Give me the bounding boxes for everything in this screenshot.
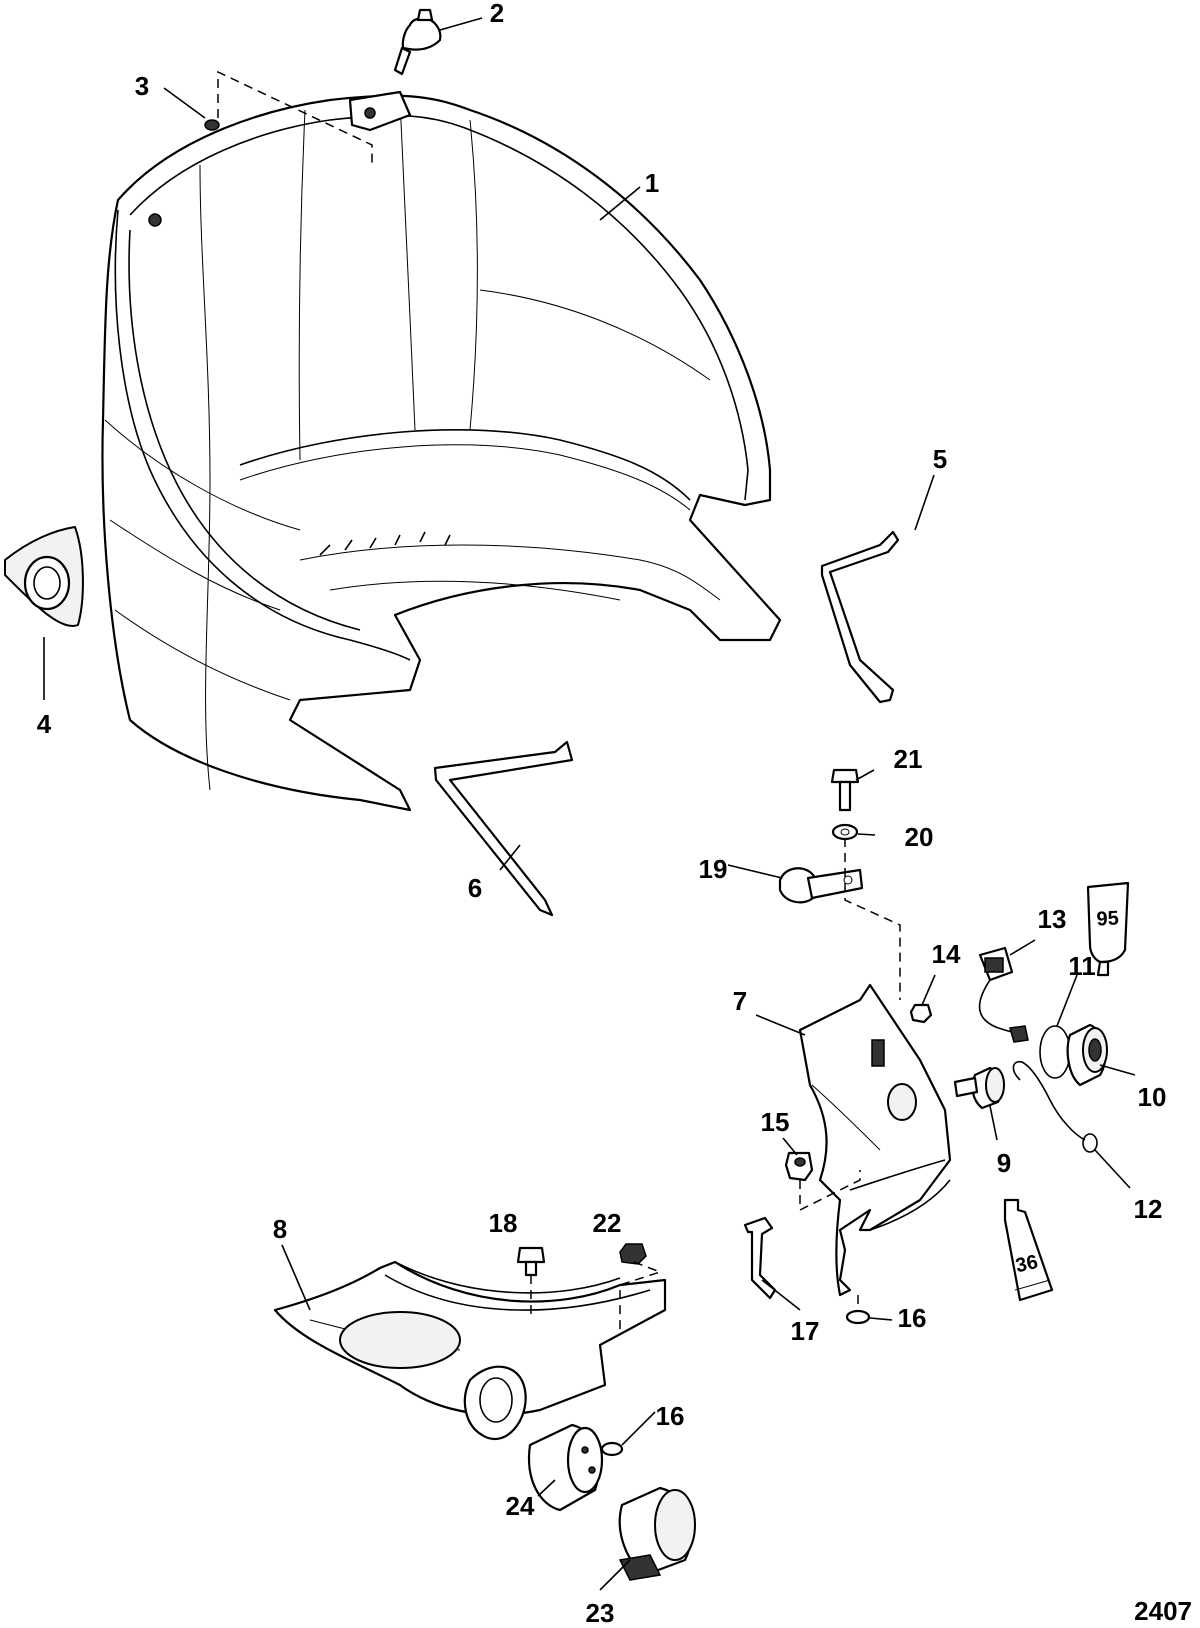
lanyard-part-12 bbox=[1012, 1060, 1098, 1153]
washer-part-20 bbox=[831, 823, 859, 841]
callout-8: 8 bbox=[273, 1214, 287, 1244]
callout-6: 6 bbox=[468, 873, 482, 903]
callout-20: 20 bbox=[905, 822, 934, 852]
callout-7: 7 bbox=[733, 986, 747, 1016]
lower-cowl-part bbox=[273, 1260, 667, 1441]
nut-part-22 bbox=[619, 1243, 647, 1265]
callout-18: 18 bbox=[489, 1208, 518, 1238]
bracket-part-5 bbox=[820, 530, 900, 704]
callout-1: 1 bbox=[645, 168, 659, 198]
callout-19: 19 bbox=[699, 854, 728, 884]
lubricant-tube-36: 36 bbox=[1003, 1198, 1054, 1302]
callout-17: 17 bbox=[791, 1316, 820, 1346]
callout-24: 24 bbox=[506, 1491, 535, 1521]
callout-2: 2 bbox=[490, 0, 504, 28]
lubricant-tube-95: 95 bbox=[1086, 881, 1130, 977]
callout-9: 9 bbox=[997, 1148, 1011, 1178]
clamp-part bbox=[778, 867, 864, 904]
callout-16-lower: 16 bbox=[656, 1401, 685, 1431]
callout-12: 12 bbox=[1134, 1194, 1163, 1224]
latch-part bbox=[393, 8, 442, 76]
callout-10: 10 bbox=[1138, 1082, 1167, 1112]
callout-16-right: 16 bbox=[898, 1303, 927, 1333]
cup-part-24 bbox=[527, 1423, 604, 1512]
oring-part-11 bbox=[1039, 1025, 1071, 1079]
switch-part-13 bbox=[978, 946, 1029, 1043]
figure-reference-number: 2407 bbox=[1134, 1596, 1192, 1626]
leader-lines bbox=[43, 17, 1136, 1591]
callout-11: 11 bbox=[1068, 951, 1096, 981]
tube-label-36: 36 bbox=[1014, 1251, 1040, 1277]
grommet-plate-part bbox=[4, 526, 84, 627]
washer-part-16a bbox=[600, 1441, 624, 1457]
nut-part-3 bbox=[204, 119, 220, 131]
nut-part-14 bbox=[909, 1003, 933, 1024]
callout-22: 22 bbox=[593, 1208, 622, 1238]
callout-21: 21 bbox=[894, 744, 923, 774]
trim-strip-part bbox=[433, 740, 574, 917]
callout-5: 5 bbox=[933, 444, 947, 474]
sleeve-part-23 bbox=[618, 1486, 696, 1581]
fitting-part-9 bbox=[953, 1066, 1005, 1110]
alignment-lines bbox=[217, 70, 901, 1330]
screw-part-18 bbox=[516, 1246, 546, 1277]
front-bracket-part bbox=[798, 983, 952, 1297]
callout-4: 4 bbox=[37, 709, 52, 739]
callout-15: 15 bbox=[761, 1107, 790, 1137]
nut-part-15 bbox=[784, 1151, 814, 1182]
washer-part-16b bbox=[845, 1309, 871, 1325]
bolt-part-21 bbox=[830, 768, 860, 812]
callout-23: 23 bbox=[586, 1598, 615, 1628]
callout-3: 3 bbox=[135, 71, 149, 101]
plug-part-10 bbox=[1066, 1023, 1108, 1087]
callout-14: 14 bbox=[932, 939, 961, 969]
callout-13: 13 bbox=[1038, 904, 1067, 934]
top-cowl-part bbox=[101, 90, 782, 812]
callout-labels: 1 2 3 4 5 6 7 8 9 10 11 12 13 14 15 16 1… bbox=[37, 0, 1167, 1628]
tube-label-95: 95 bbox=[1096, 907, 1119, 930]
